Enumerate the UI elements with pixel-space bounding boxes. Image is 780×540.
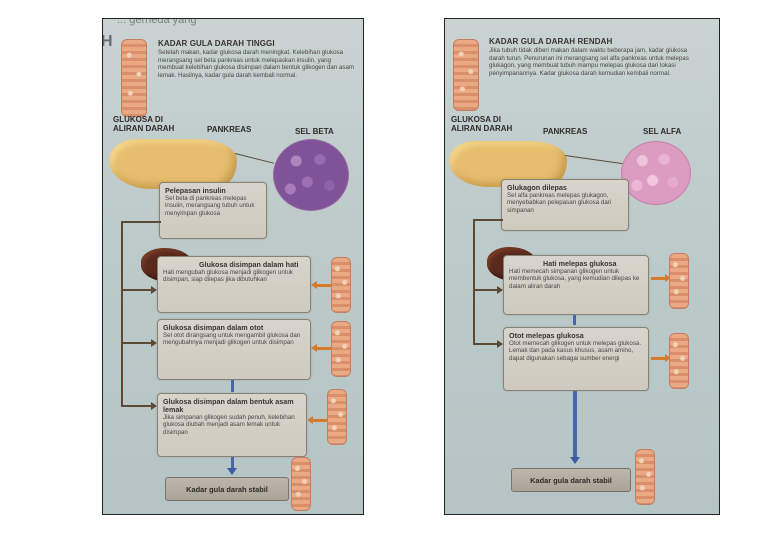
connector-line [473, 219, 503, 221]
arrow-right-icon [151, 339, 157, 347]
top-cut-text: ... gerneda yang [117, 18, 197, 26]
zoom-line [234, 153, 274, 164]
step-title: Glukosa disimpan dalam otot [163, 323, 264, 332]
label-pancreas: PANKREAS [207, 125, 252, 134]
blood-vessel-icon [669, 253, 689, 309]
step-body: Jika simpanan glikogen sudah penuh, kele… [163, 414, 295, 436]
label-alfa-cell: SEL ALFA [643, 127, 682, 136]
step-box-insulin: Pelepasan insulin Sel beta di pankreas m… [159, 182, 267, 239]
blood-vessel-icon [121, 39, 147, 117]
step-body: Sel otot dirangsang untuk mengambil gluk… [163, 332, 301, 347]
header-body: Jika tubuh tidak diberi makan dalam wakt… [489, 47, 689, 77]
arrow-right-icon [651, 354, 671, 362]
arrow-right-icon [151, 402, 157, 410]
blood-vessel-icon [331, 321, 351, 377]
step-box-muscle: Glukosa disimpan dalam otot Sel otot dir… [157, 319, 311, 380]
arrow-down-icon [227, 468, 237, 475]
arrow-down-icon [570, 457, 580, 464]
branch-line [121, 289, 151, 291]
left-page-photo: ... gerneda yang H KADAR GULA DARAH TING… [102, 18, 364, 515]
pancreas-icon [109, 139, 237, 189]
arrow-left-icon [311, 281, 333, 289]
step-box-liver: Glukosa disimpan dalam hati Hati menguba… [157, 256, 311, 313]
flow-line [573, 391, 577, 459]
flow-line [231, 457, 234, 471]
beta-cell-icon [273, 139, 349, 211]
connector-line [121, 221, 161, 223]
alfa-cell-icon [621, 141, 691, 205]
step-body: Otot memecah glikogen untuk melepas gluk… [509, 340, 642, 362]
header-title: KADAR GULA DARAH TINGGI [158, 39, 275, 48]
step-body: Hati memecah simpanan glikogen untuk mem… [509, 268, 640, 290]
blood-vessel-icon [327, 389, 347, 445]
step-box-liver-release: Hati melepas glukosa Hati memecah simpan… [503, 255, 649, 315]
step-title: Otot melepas glukosa [509, 331, 584, 340]
branch-line [121, 342, 151, 344]
connector-line-vertical [121, 221, 123, 407]
arrow-right-icon [151, 286, 157, 294]
step-title: Hati melepas glukosa [543, 259, 617, 268]
zoom-line [564, 155, 623, 165]
step-title: Glukagon dilepas [507, 183, 567, 192]
flow-line [231, 380, 234, 392]
step-title: Pelepasan insulin [165, 186, 226, 195]
step-box-muscle-release: Otot melepas glukosa Otot memecah glikog… [503, 327, 649, 391]
header-title: KADAR GULA DARAH RENDAH [489, 37, 613, 46]
step-title: Glukosa disimpan dalam hati [199, 260, 299, 269]
label-blood-glucose: GLUKOSA DI ALIRAN DARAH [113, 115, 175, 133]
blood-vessel-icon [331, 257, 351, 313]
step-title: Glukosa disimpan dalam bentuk asam lemak [163, 397, 294, 414]
stable-blood-sugar-box: Kadar gula darah stabil [511, 468, 631, 492]
branch-line [473, 343, 497, 345]
step-box-fatty-acid: Glukosa disimpan dalam bentuk asam lemak… [157, 393, 307, 457]
blood-vessel-icon [291, 457, 311, 511]
label-beta-cell: SEL BETA [295, 127, 334, 136]
arrow-left-icon [311, 344, 333, 352]
corner-letter: H [102, 33, 113, 50]
stable-blood-sugar-box: Kadar gula darah stabil [165, 477, 289, 501]
right-page-photo: KADAR GULA DARAH RENDAH Jika tubuh tidak… [444, 18, 720, 515]
header-body: Setelah makan, kadar glukosa darah menin… [158, 49, 355, 79]
blood-vessel-icon [453, 39, 479, 111]
branch-line [473, 289, 497, 291]
blood-vessel-icon [669, 333, 689, 389]
arrow-right-icon [497, 340, 503, 348]
arrow-right-icon [497, 286, 503, 294]
step-body: Sel alfa pankreas melepas glukagon, meny… [507, 192, 612, 214]
arrow-right-icon [651, 274, 671, 282]
blood-vessel-icon [635, 449, 655, 505]
flow-line [573, 315, 576, 325]
label-pancreas: PANKREAS [543, 127, 588, 136]
connector-line-vertical [473, 219, 475, 344]
label-blood-glucose: GLUKOSA DI ALIRAN DARAH [451, 115, 513, 133]
step-body: Hati mengubah glukosa menjadi glikogen u… [163, 269, 294, 284]
step-body: Sel beta di pankreas melepas insulin, me… [165, 195, 255, 217]
branch-line [121, 405, 151, 407]
arrow-left-icon [307, 416, 329, 424]
step-box-glucagon: Glukagon dilepas Sel alfa pankreas melep… [501, 179, 629, 231]
